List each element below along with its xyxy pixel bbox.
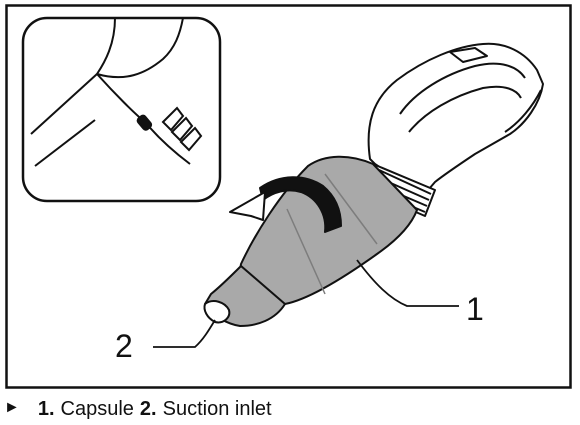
caption-marker: ► [4,399,20,416]
vacuum-illustration [203,42,544,327]
caption-item-2-number: 2. [139,397,157,420]
caption-item-1-number: 1. [37,397,55,420]
rotation-arrow [259,176,342,233]
rotation-arrowhead [229,191,266,221]
callout-number-2: 2 [115,328,133,364]
detail-inset [21,16,222,203]
caption-item-2-label: Suction inlet [162,397,272,420]
callout-leader-2 [153,319,216,348]
callout-number-1: 1 [466,291,484,327]
suction-opening [203,300,231,324]
figure-caption: ► 1. Capsule 2. Suction inlet [4,396,272,422]
caption-item-1-label: Capsule [60,397,134,420]
illustration-frame [5,4,572,389]
callout-leader-1 [356,259,459,307]
